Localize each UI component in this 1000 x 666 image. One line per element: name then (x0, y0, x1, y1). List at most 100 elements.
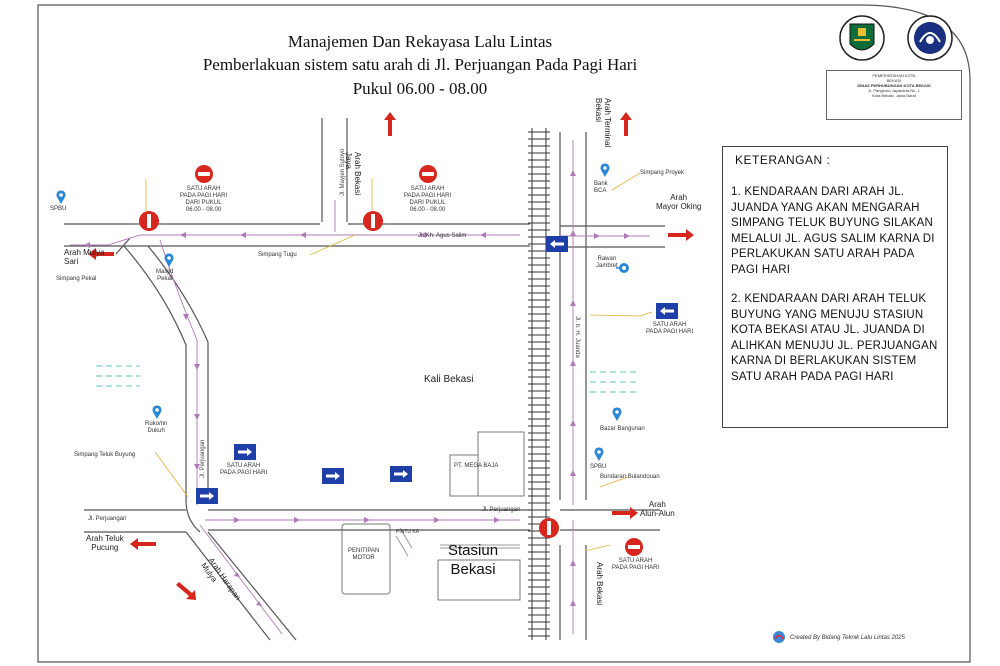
flow-arrowhead (570, 600, 576, 606)
legend-box: KETERANGAN : 1. KENDARAAN DARI ARAH JL. … (722, 146, 948, 428)
flow-arrowhead (434, 517, 440, 523)
arah-bekasi-bottom-label: Arah Bekasi (595, 562, 604, 606)
flow-arrowhead (570, 560, 576, 566)
city-emblem-icon (839, 15, 885, 61)
railway (528, 128, 550, 640)
direction-arrow-left-icon (88, 248, 114, 260)
legend-item-2: 2. KENDARAAN DARI ARAH TELUK BUYUNG YANG… (731, 293, 938, 383)
location-pin-icon (152, 405, 162, 419)
satu-arah-right-label: SATU ARAH PADA PAGI HARI (646, 322, 694, 335)
simpang-teluk-buyung-label: Simpang Teluk Buyung (74, 452, 136, 458)
flow-arrowhead (194, 364, 200, 370)
direction-arrow-right-icon (612, 507, 638, 519)
flow-arrowhead (570, 470, 576, 476)
flow-arrowhead (364, 517, 370, 523)
no-entry-sign-icon (539, 518, 559, 538)
arah-mulya-sari-label: Arah Mulya Sari (64, 248, 105, 266)
map-time: Pukul 06.00 - 08.00 (352, 79, 488, 98)
agency-line-4: Jl. Pangeran Jayakarta No. 1 (868, 88, 920, 93)
flow-arrowhead (624, 233, 630, 239)
flow-arrowhead (183, 314, 189, 320)
parkir-motor-label: PENITIPAN MOTOR (348, 548, 380, 561)
bazar-bangunan-label: Bazar Bangunan (600, 426, 645, 432)
river-marks (96, 365, 640, 393)
left-vertical-road (115, 237, 209, 533)
direction-arrow-left-icon (130, 538, 156, 550)
location-pin-icon (600, 163, 610, 177)
direction-arrow-up-icon (384, 112, 396, 136)
flow-arrowhead (594, 233, 600, 239)
arah-mayor-oking-label: Arah Mayor Oking (656, 193, 702, 211)
one-way-right-sign-icon (322, 468, 344, 484)
direction-arrow-down-right-icon (176, 582, 196, 600)
direction-arrow-right-icon (668, 229, 694, 241)
one-way-right-sign-icon (196, 488, 218, 504)
legend-heading: KETERANGAN : (735, 153, 831, 167)
rawan-jambret-label: Rawan Jambret (596, 256, 618, 269)
no-entry-sign-icon (363, 211, 383, 231)
map-subtitle: Pemberlakuan sistem satu arah di Jl. Per… (202, 55, 638, 74)
traffic-flow-arrowheads (84, 170, 630, 606)
flow-arrowhead (194, 464, 200, 470)
flow-arrowhead (234, 572, 240, 577)
agency-line-2: BEKASI (886, 78, 902, 83)
flow-arrowhead (570, 360, 576, 366)
one-way-left-sign-icon (656, 303, 678, 319)
flow-arrowhead (480, 232, 486, 238)
spbu-label: SPBU (50, 206, 67, 212)
ruko-label: Ruko/nn Dukuh (145, 421, 168, 434)
flow-arrowhead (570, 420, 576, 426)
sign-left-top-text: SATU ARAH PADA PAGI HARI DARI PUKUL 06.0… (180, 186, 228, 213)
bundaran-label: Bundaran Bulandouan (600, 474, 660, 480)
bank-bca-label: Bank BCA (594, 181, 608, 194)
no-entry-sign-icon (625, 538, 643, 556)
agency-line-1: PEMERINTAHAN KOTA (872, 73, 916, 78)
diagonal-road (185, 531, 297, 641)
one-way-right-sign-icon (390, 466, 412, 482)
simpang-pekal-label: Simpang Pekal (56, 276, 97, 282)
flow-arrowhead (570, 170, 576, 176)
credit-logo-icon (773, 631, 785, 643)
one-way-left-sign-icon (546, 236, 568, 252)
location-pin-icon (612, 407, 622, 421)
simpang-proyek-label: Simpang Proyek (640, 170, 685, 176)
agency-line-3: DINAS PERHUBUNGAN KOTA BEKASI (857, 83, 931, 88)
spbu-2-label: SPBU (590, 464, 607, 470)
agency-line-5: Kota Bekasi, Jawa Barat (872, 93, 916, 98)
one-way-right-sign-icon (234, 444, 256, 460)
flow-arrowhead (180, 232, 186, 238)
arah-teluk-pucung-label: Arah Teluk Pucung (86, 534, 124, 552)
direction-arrow-up-icon (620, 112, 632, 136)
map-title: Manajemen Dan Rekayasa Lalu Lintas (287, 32, 553, 51)
flow-arrowhead (570, 230, 576, 236)
flow-arrowhead (234, 517, 240, 523)
location-pin-icon (56, 190, 66, 204)
flow-arrowhead (294, 517, 300, 523)
jl-perjuangan-left-label: Jl. Perjuangan (88, 516, 127, 522)
arah-alun-alun-label: Arah Alun-Alun (640, 500, 675, 518)
credit-text: Created By Bidang Teknik Lalu Lintas 202… (790, 635, 905, 641)
location-pin-icon (594, 447, 604, 461)
jl-perjuangan-vertical-label: Jl. Perjuangan (200, 439, 206, 478)
arah-terminal-label: Arah Terminal Bekasi (594, 98, 612, 148)
station-label: Stasiun Bekasi (448, 542, 499, 578)
jl-agus-salim-label: Jl. Kh. Agus Salim (418, 233, 467, 239)
flow-arrowhead (494, 517, 500, 523)
security-alert-icon (616, 263, 629, 273)
satu-arah-left-label: SATU ARAH PADA PAGI HARI (220, 463, 268, 476)
flow-arrowhead (420, 232, 426, 238)
flow-arrowhead (300, 232, 306, 238)
vertical-road-top (321, 118, 348, 222)
jl-perjuangan-right-label: Jl. Perjuangan (482, 507, 521, 513)
flow-arrowhead (256, 601, 262, 606)
jl-juanda-label: Jl. Ir. H. Juanda (574, 316, 580, 358)
flow-arrowhead (240, 232, 246, 238)
flow-line (199, 524, 283, 635)
arah-bekasi-jaya-label: Arah Bekasi Jaya (344, 152, 362, 196)
transport-dept-logo-icon (907, 15, 953, 61)
river-label: Kali Bekasi (424, 374, 474, 385)
bottom-horizontal-road (84, 509, 660, 533)
flow-arrowhead (194, 414, 200, 420)
